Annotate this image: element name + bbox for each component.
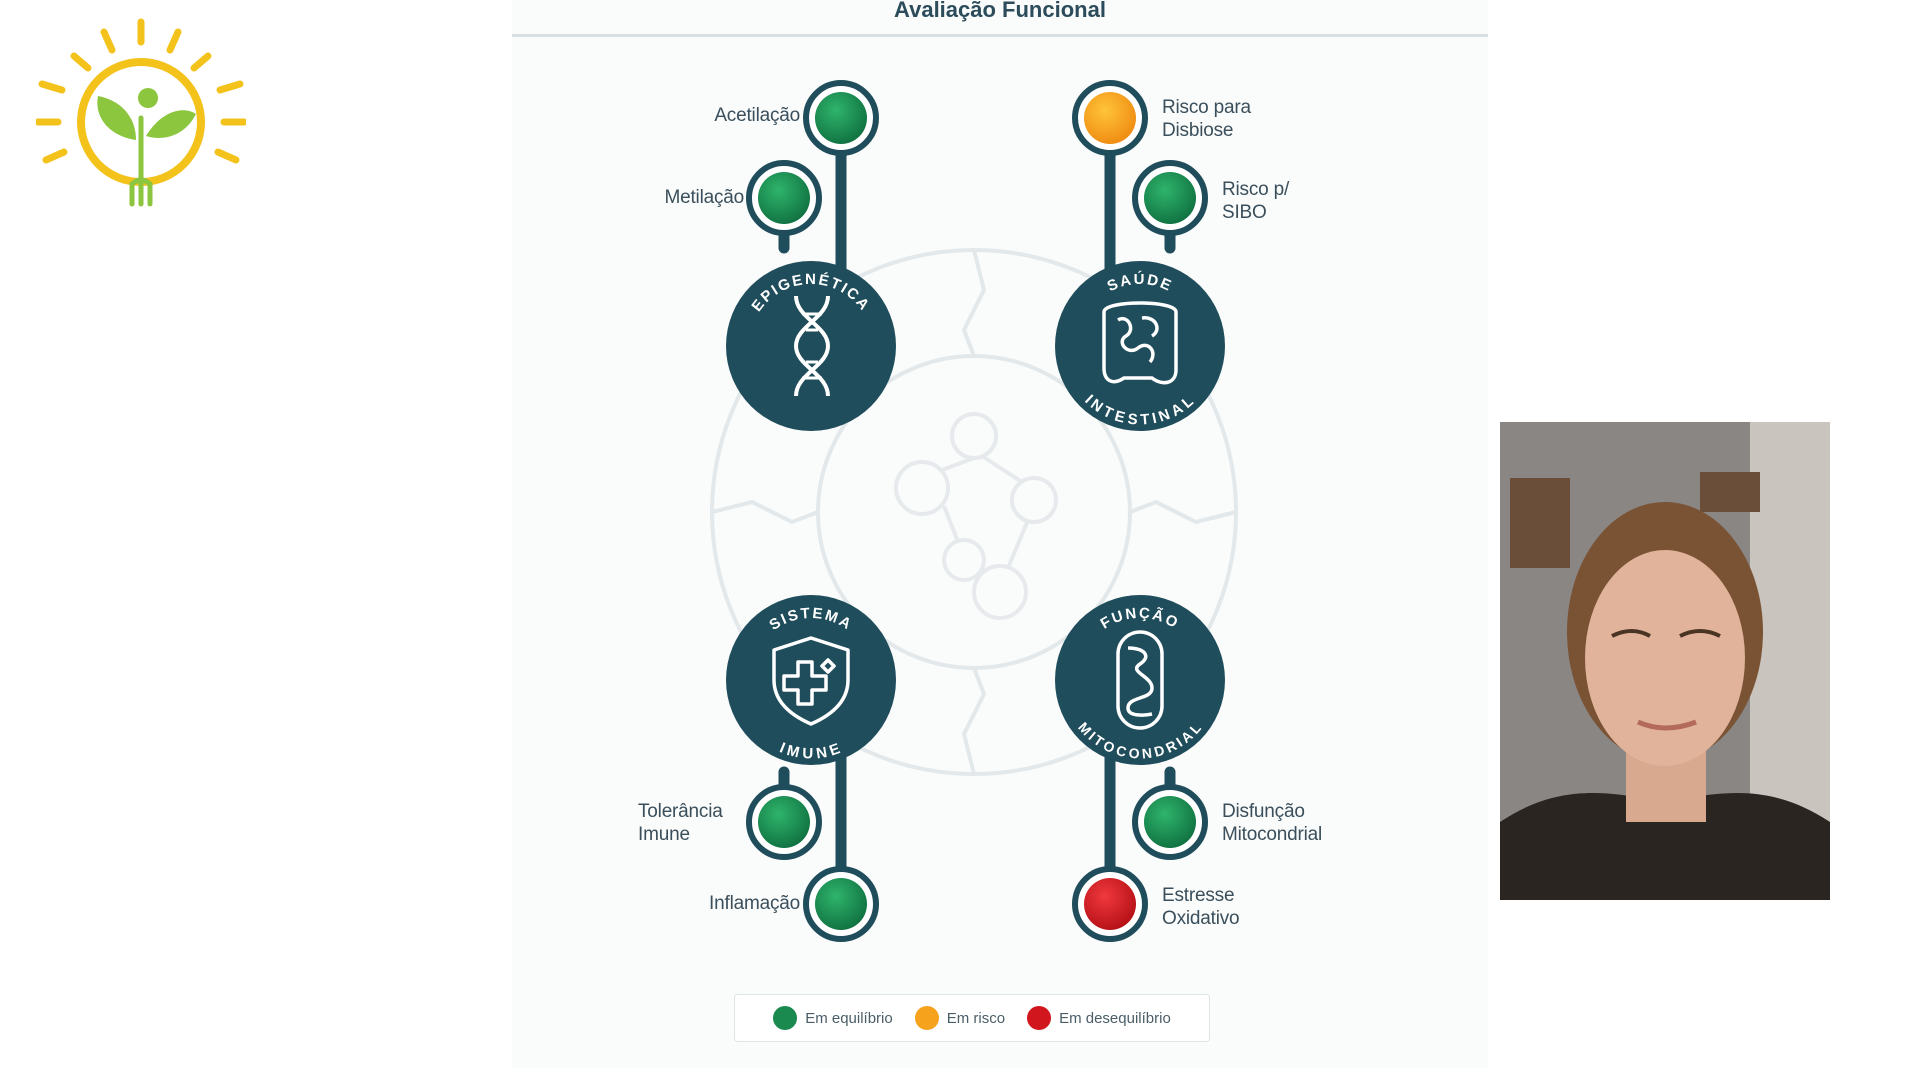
functional-assessment-diagram: EPIGENÉTICA SAÚDE INTESTINAL: [710, 80, 1238, 942]
svg-text:IMUNE: IMUNE: [777, 739, 844, 762]
hub-funcao-mitocondrial: FUNÇÃO MITOCONDRIAL: [1055, 595, 1225, 765]
hub-epigenetica: EPIGENÉTICA: [726, 261, 896, 431]
legend-dot-orange: [914, 1006, 939, 1030]
label-sibo: Risco p/ SIBO: [1222, 179, 1290, 223]
marker-disfuncao: [1132, 784, 1208, 860]
mitochondria-icon: [1116, 630, 1164, 730]
label-acetilacao: Acetilação: [714, 105, 800, 126]
status-markers: [746, 80, 1208, 942]
legend-dot-green: [773, 1006, 798, 1030]
presenter-webcam: [1500, 422, 1830, 900]
hub-sistema-imune: SISTEMA IMUNE: [726, 595, 896, 765]
dna-icon: [793, 295, 831, 397]
status-legend: Em equilíbrio Em risco Em desequilíbrio: [734, 994, 1210, 1042]
label-tolerancia: Tolerância Imune: [638, 801, 723, 845]
title-divider: [512, 34, 1488, 37]
legend-label: Em equilíbrio: [805, 1009, 893, 1027]
label-disbiose: Risco para Disbiose: [1162, 97, 1251, 141]
person-head: [138, 88, 158, 108]
marker-sibo: [1132, 160, 1208, 236]
intestine-icon: [1102, 301, 1178, 385]
legend-item-equilibrio: Em equilíbrio: [773, 1006, 893, 1030]
slide-title: Avaliação Funcional: [894, 0, 1106, 22]
sun-rays: [36, 18, 246, 164]
marker-metilacao: [746, 160, 822, 236]
marker-disbiose: [1072, 80, 1148, 156]
label-estresse: Estresse Oxidativo: [1162, 885, 1240, 929]
legend-label: Em risco: [946, 1009, 1006, 1027]
brand-logo: [36, 18, 246, 207]
right-leaf: [146, 110, 196, 138]
marker-tolerancia: [746, 784, 822, 860]
label-disfuncao: Disfunção Mitocondrial: [1222, 801, 1323, 845]
label-inflamacao: Inflamação: [709, 893, 800, 914]
slide-panel: Avaliação Funcional: [512, 0, 1488, 1068]
presenter-video-frame: [1500, 422, 1830, 900]
background-rings: [710, 248, 1238, 776]
marker-inflamacao: [803, 866, 879, 942]
hub-saude-intestinal: SAÚDE INTESTINAL: [1055, 261, 1225, 431]
legend-dot-red: [1027, 1006, 1052, 1030]
label-metilacao: Metilação: [664, 187, 744, 208]
legend-item-desequilibrio: Em desequilíbrio: [1027, 1006, 1171, 1030]
marker-acetilacao: [803, 80, 879, 156]
connector-lines: [778, 112, 1176, 910]
left-leaf: [97, 96, 136, 140]
shield-cross-icon: [772, 636, 850, 726]
legend-item-risco: Em risco: [914, 1006, 1006, 1030]
hub-imune-label: IMUNE: [777, 739, 842, 762]
fork: [129, 115, 153, 207]
legend-label: Em desequilíbrio: [1059, 1009, 1171, 1027]
marker-estresse: [1072, 866, 1148, 942]
center-molecule-icon: [894, 412, 1058, 620]
